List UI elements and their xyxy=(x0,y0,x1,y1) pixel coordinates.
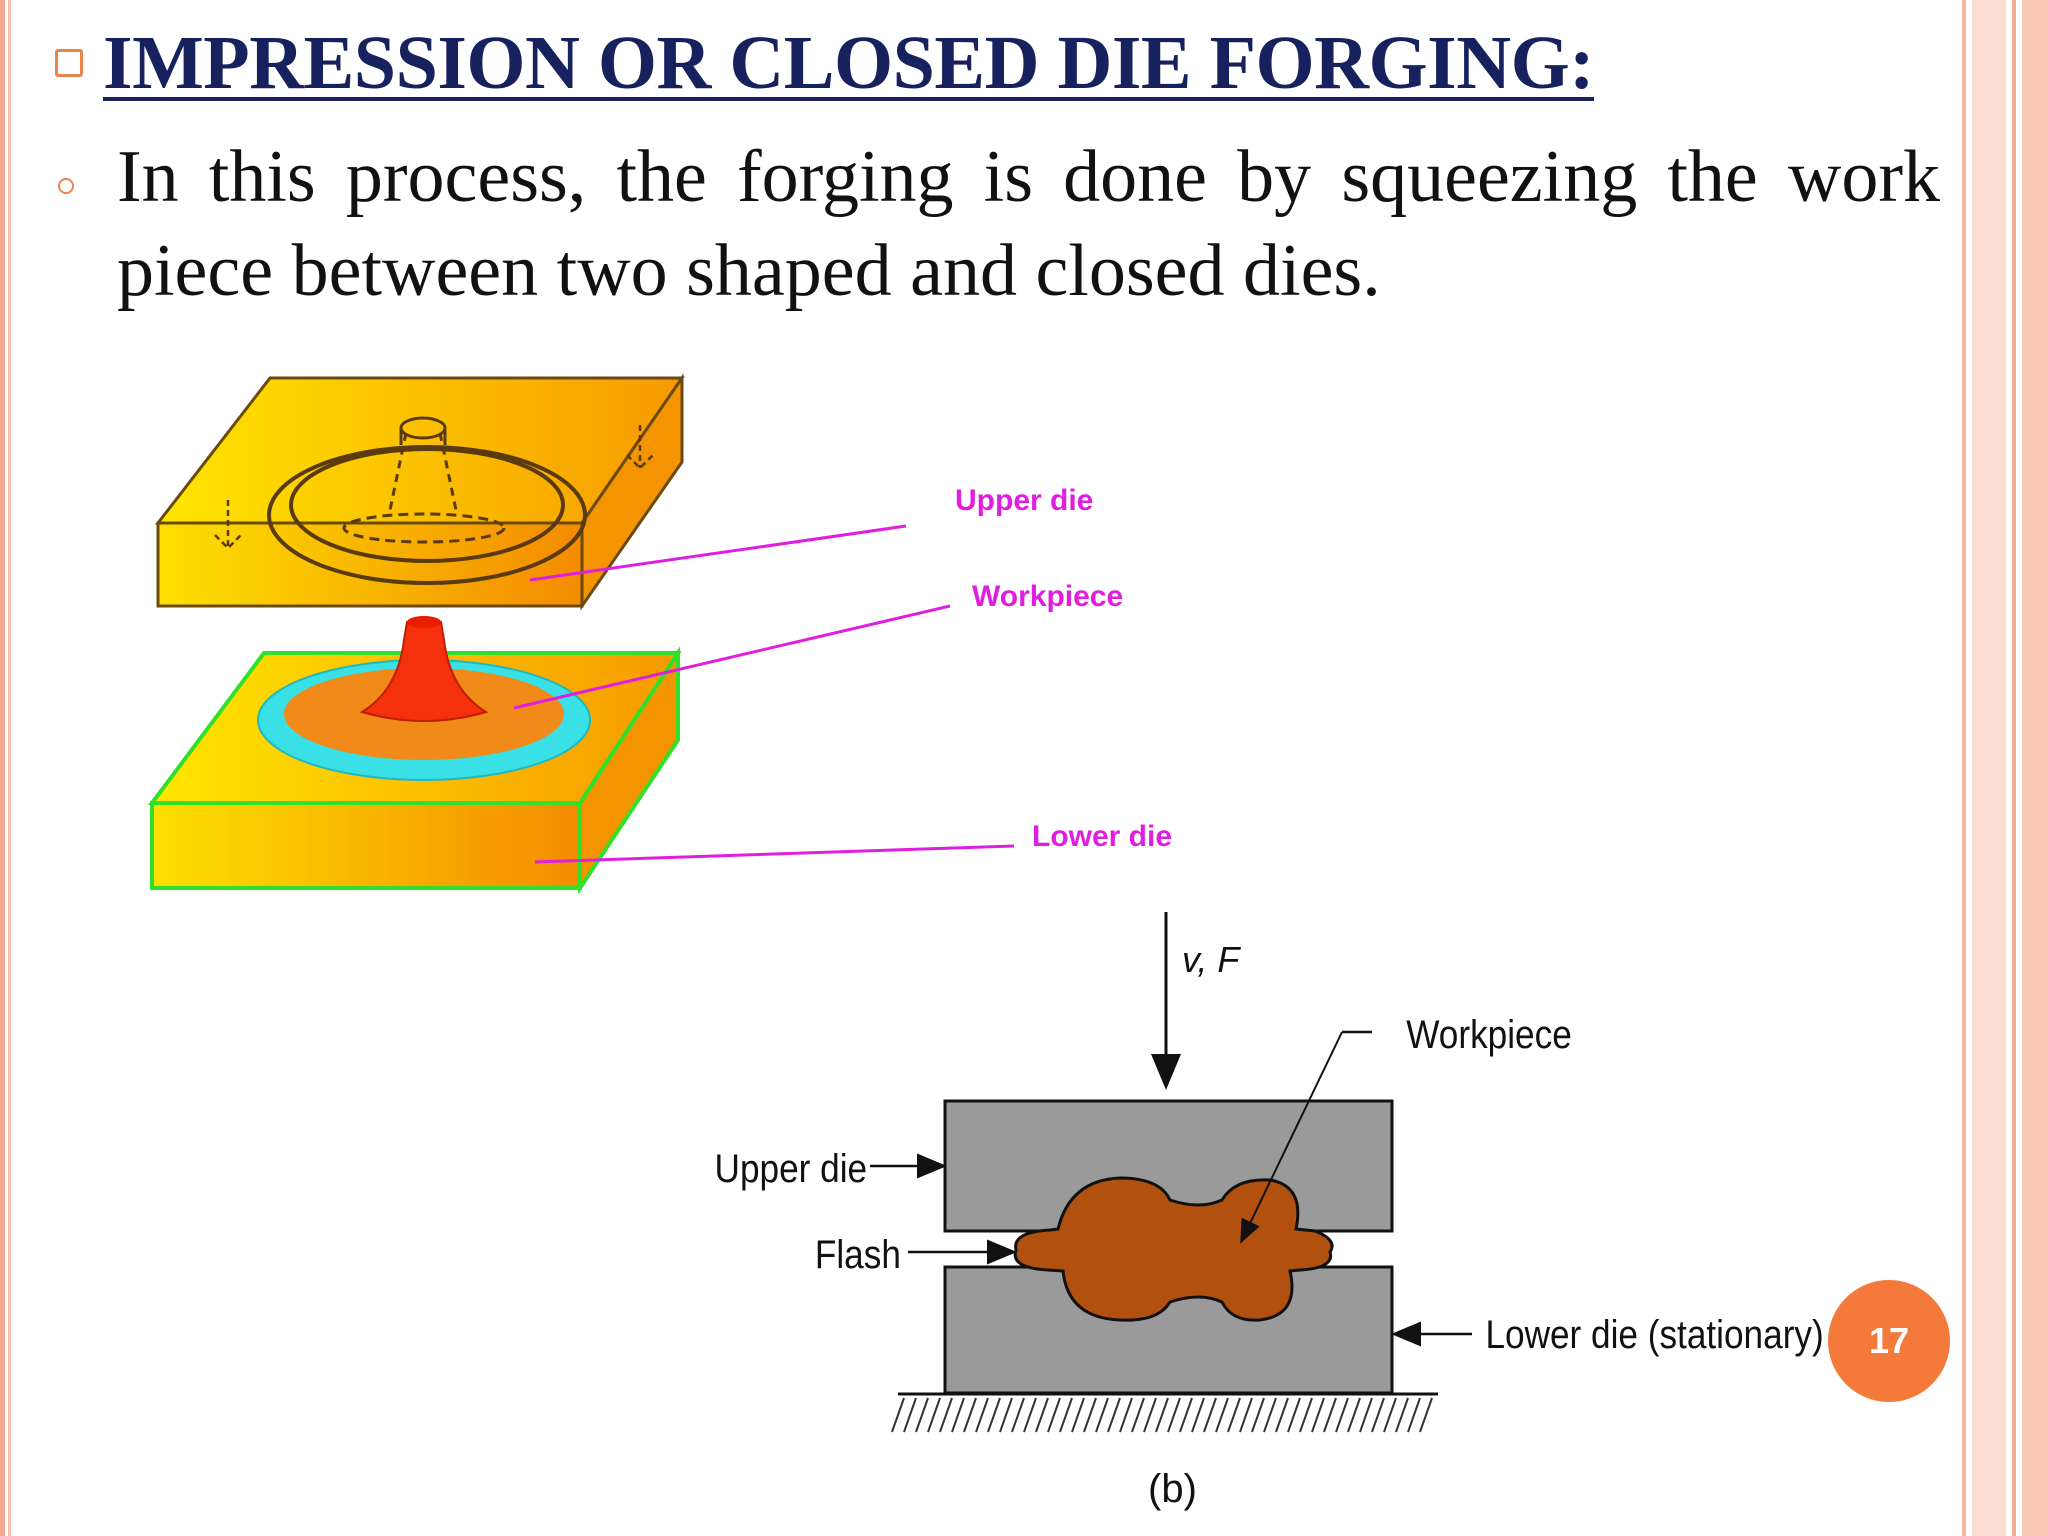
left-border-stripe-inner xyxy=(8,0,11,1536)
hatch-mark xyxy=(1371,1397,1385,1433)
hatch-mark xyxy=(1035,1397,1049,1433)
hatch-mark xyxy=(1227,1397,1241,1433)
hatch-mark xyxy=(1287,1397,1301,1433)
right-border-stripe-outer xyxy=(2022,0,2048,1536)
hatch-mark xyxy=(1023,1397,1037,1433)
figure-b-cross-section: v, F Workpiece Upper die Flash Lower die… xyxy=(715,912,1824,1511)
label-workpiece: Workpiece xyxy=(972,580,1123,613)
hatch-mark xyxy=(1083,1397,1097,1433)
hatch-mark xyxy=(1179,1397,1193,1433)
workpiece-arrow xyxy=(1240,1031,1343,1244)
label-flash: Flash xyxy=(815,1232,901,1277)
hatch-mark xyxy=(975,1397,989,1433)
hatch-mark xyxy=(1239,1397,1253,1433)
upper-die-pointer xyxy=(529,524,907,582)
label-workpiece-b: Workpiece xyxy=(1406,1012,1572,1057)
hatch-mark xyxy=(1383,1397,1397,1433)
workpiece-section xyxy=(1013,1176,1334,1322)
hatch-mark xyxy=(1059,1397,1073,1433)
hatch-mark xyxy=(1107,1397,1121,1433)
figure-caption: (b) xyxy=(1148,1467,1197,1511)
lower-die-block xyxy=(148,616,682,895)
hatch-mark xyxy=(1167,1397,1181,1433)
hatch-mark xyxy=(1047,1397,1061,1433)
hatch-mark xyxy=(915,1397,929,1433)
lower-die-pointer xyxy=(534,844,1015,864)
hatch-mark xyxy=(1215,1397,1229,1433)
hatch-mark xyxy=(963,1397,977,1433)
circle-bullet-icon xyxy=(58,178,74,194)
left-border-stripe xyxy=(0,0,5,1536)
square-bullet-icon xyxy=(55,49,83,77)
right-border-stripe-line xyxy=(2012,0,2016,1536)
hatch-mark xyxy=(1347,1397,1361,1433)
label-lower-die: Lower die xyxy=(1032,820,1172,853)
hatch-mark xyxy=(1323,1397,1337,1433)
hatch-mark xyxy=(1407,1397,1421,1433)
hatch-mark xyxy=(1119,1397,1133,1433)
hatch-mark xyxy=(1071,1397,1085,1433)
hatch-mark xyxy=(1419,1397,1433,1433)
label-upper-die-b: Upper die xyxy=(715,1146,868,1191)
hatch-mark xyxy=(1011,1397,1025,1433)
hatch-mark xyxy=(1359,1397,1373,1433)
ground-hatch xyxy=(891,1397,1433,1433)
label-force: v, F xyxy=(1182,939,1241,980)
hatch-mark xyxy=(987,1397,1001,1433)
label-upper-die: Upper die xyxy=(955,484,1093,517)
right-border-stripe-wide xyxy=(1972,0,2006,1536)
hatch-mark xyxy=(1191,1397,1205,1433)
body-paragraph: In this process, the forging is done by … xyxy=(117,136,1940,312)
hatch-mark xyxy=(999,1397,1013,1433)
hatch-mark xyxy=(951,1397,965,1433)
right-border-stripe-thin xyxy=(1962,0,1966,1536)
figure-a-die-illustration: Upper die Workpiece Lower die xyxy=(148,373,1172,895)
hatch-mark xyxy=(1275,1397,1289,1433)
label-lower-die-b: Lower die (stationary) xyxy=(1485,1312,1823,1357)
hatch-mark xyxy=(1395,1397,1409,1433)
slide-heading-row: IMPRESSION OR CLOSED DIE FORGING: xyxy=(55,18,1595,108)
page-number-badge: 17 xyxy=(1828,1280,1950,1402)
hatch-mark xyxy=(1263,1397,1277,1433)
upper-die-block xyxy=(154,373,685,611)
hatch-mark xyxy=(1251,1397,1265,1433)
hatch-mark xyxy=(927,1397,941,1433)
hatch-mark xyxy=(1131,1397,1145,1433)
hatch-mark xyxy=(1155,1397,1169,1433)
hatch-mark xyxy=(1143,1397,1157,1433)
workpiece-pointer xyxy=(513,604,951,710)
hatch-mark xyxy=(1095,1397,1109,1433)
hatch-mark xyxy=(903,1397,917,1433)
hatch-mark xyxy=(1311,1397,1325,1433)
hatch-mark xyxy=(1299,1397,1313,1433)
hatch-mark xyxy=(939,1397,953,1433)
hatch-mark xyxy=(1335,1397,1349,1433)
slide-title: IMPRESSION OR CLOSED DIE FORGING: xyxy=(103,20,1595,105)
hatch-mark xyxy=(1203,1397,1217,1433)
hatch-mark xyxy=(891,1397,905,1433)
